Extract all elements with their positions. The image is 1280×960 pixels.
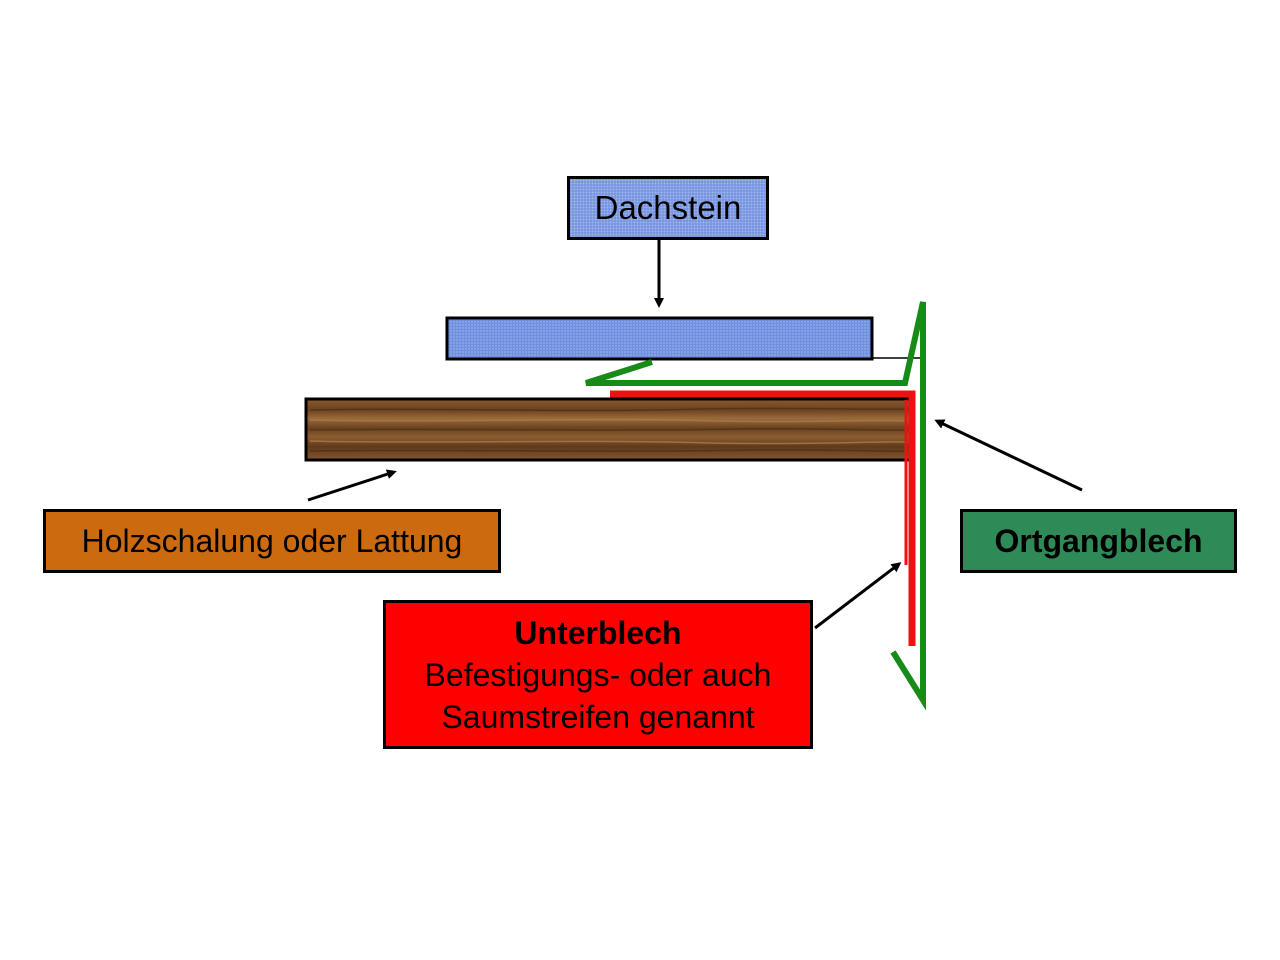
arrow-ortgangblech xyxy=(934,419,1083,492)
wood-board xyxy=(304,397,914,462)
arrow-unterblech xyxy=(814,562,902,630)
dachstein-label-text: Dachstein xyxy=(594,189,742,226)
unterblech-line-1: Befestigungs- oder auch xyxy=(424,656,772,693)
unterblech-label: Unterblech Befestigungs- oder auch Saums… xyxy=(383,600,813,749)
holzschalung-label: Holzschalung oder Lattung xyxy=(43,509,501,573)
verge-flashing xyxy=(585,301,926,711)
unterblech-line-2: Saumstreifen genannt xyxy=(441,698,755,735)
unterblech-title: Unterblech xyxy=(514,614,682,651)
under-flashing-strip xyxy=(610,390,916,646)
arrow-holzschalung xyxy=(307,469,397,502)
dachstein-label: Dachstein xyxy=(567,176,769,240)
ortgangblech-label: Ortgangblech xyxy=(960,509,1237,573)
holzschalung-label-text: Holzschalung oder Lattung xyxy=(81,522,463,559)
ortgangblech-label-text: Ortgangblech xyxy=(994,522,1203,559)
roof-tile xyxy=(445,316,874,361)
